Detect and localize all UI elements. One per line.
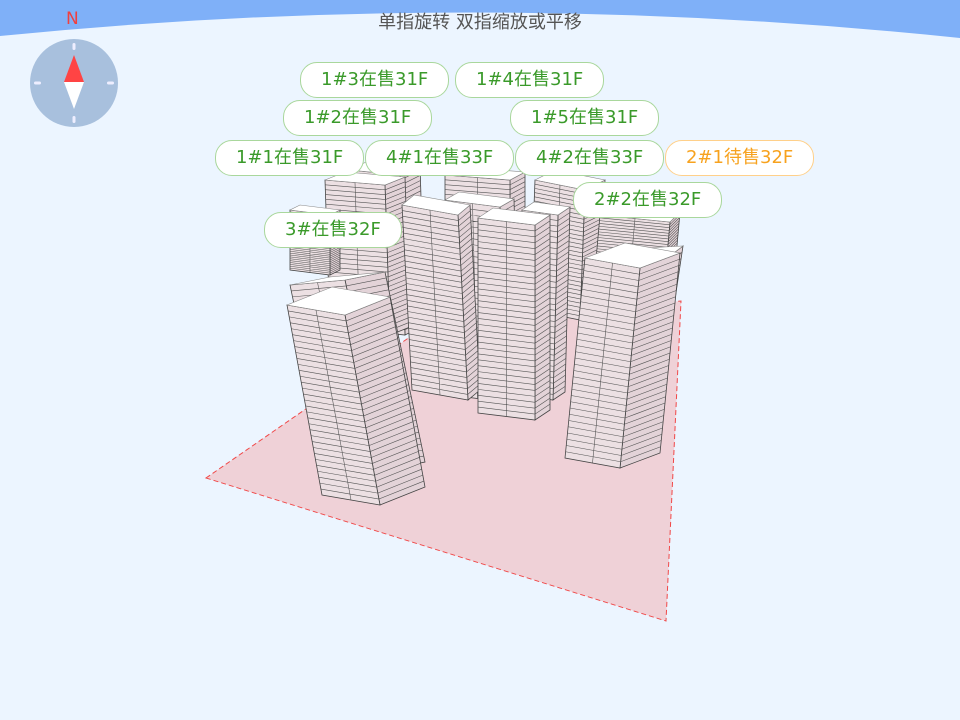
building-tower bbox=[477, 207, 551, 421]
building-tower bbox=[285, 286, 426, 506]
tower-floor-lines bbox=[517, 212, 571, 398]
tower-roof bbox=[521, 201, 571, 216]
building-tag-3[interactable]: 3#在售32F bbox=[264, 212, 402, 248]
building-tower bbox=[564, 242, 682, 469]
building-tag-1-1[interactable]: 1#1在售31F bbox=[215, 140, 365, 176]
building-tower bbox=[401, 194, 481, 401]
building-tag-4-1[interactable]: 4#1在售33F bbox=[365, 140, 515, 176]
tower-roof bbox=[583, 242, 682, 269]
building-tag-1-5[interactable]: 1#5在售31F bbox=[510, 100, 660, 136]
building-tag-4-2[interactable]: 4#2在售33F bbox=[515, 140, 665, 176]
tower-roof bbox=[289, 271, 386, 286]
building-tag-1-2[interactable]: 1#2在售31F bbox=[283, 100, 433, 136]
compass-icon[interactable] bbox=[30, 39, 118, 127]
building-tag-1-4[interactable]: 1#4在售31F bbox=[455, 62, 605, 98]
tower-floor-lines bbox=[565, 258, 680, 464]
tower-roof bbox=[444, 191, 515, 208]
building-tag-1-3[interactable]: 1#3在售31F bbox=[300, 62, 450, 98]
compass-north-label: N bbox=[66, 9, 79, 29]
header-band bbox=[0, 0, 960, 38]
tower-floor-lines bbox=[477, 220, 551, 417]
gesture-hint-title: 单指旋转 双指缩放或平移 bbox=[378, 12, 582, 33]
tower-floor-lines bbox=[288, 302, 425, 501]
tower-roof bbox=[477, 207, 551, 226]
tower-roof bbox=[401, 194, 471, 216]
tower-floor-lines bbox=[402, 209, 480, 396]
tower-roof bbox=[285, 286, 392, 316]
building-tag-2-2[interactable]: 2#2在售32F bbox=[573, 182, 723, 218]
building-tag-2-1[interactable]: 2#1待售32F bbox=[665, 140, 815, 176]
